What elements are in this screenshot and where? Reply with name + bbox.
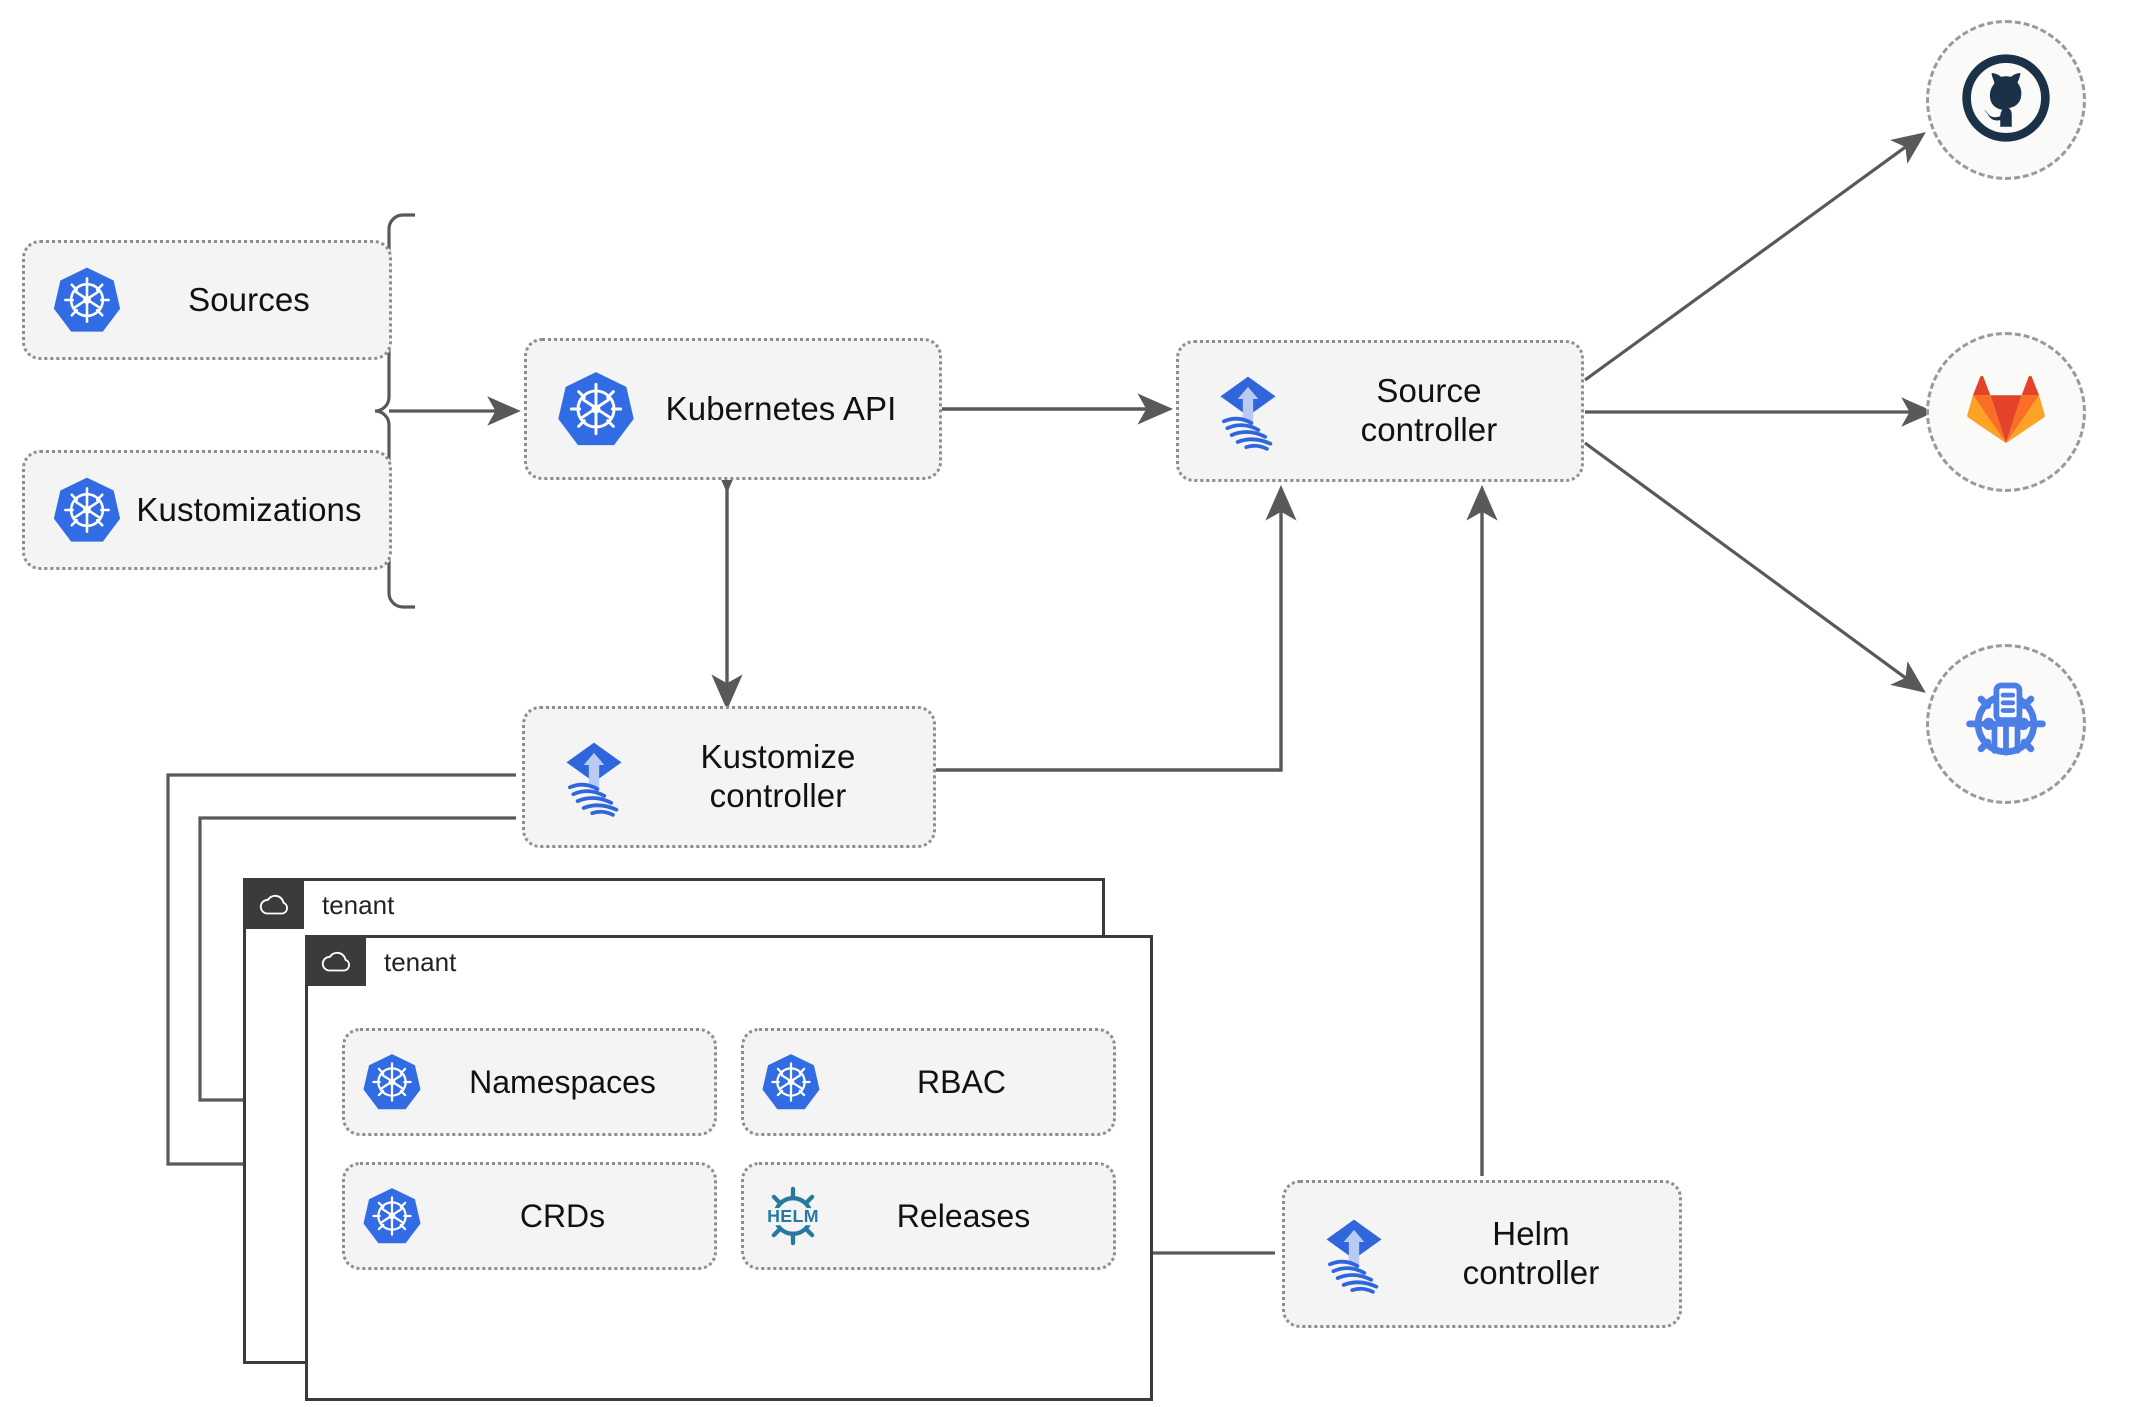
node-label: Source controller: [1360, 372, 1498, 448]
resource-label: Releases: [896, 1197, 1031, 1234]
cloud-icon: [308, 938, 366, 986]
kubernetes-icon: [25, 264, 123, 336]
tenant-label: tenant: [384, 946, 457, 977]
edge-source-controller-to-bucket: [1584, 441, 1926, 693]
tenant-titlebar: tenant: [308, 938, 1150, 986]
registry-github[interactable]: [1926, 20, 2086, 180]
registry-gitlab[interactable]: [1926, 332, 2086, 492]
node-kustomizations[interactable]: Kustomizations: [22, 450, 392, 570]
node-kubernetes-api[interactable]: Kubernetes API: [524, 338, 942, 480]
node-source-controller[interactable]: Source controller: [1176, 340, 1584, 482]
edge-source-controller-to-github: [1584, 132, 1926, 382]
flux-icon: [1285, 1211, 1397, 1297]
tenant-resources: Namespaces: [308, 986, 1150, 1296]
resource-namespaces[interactable]: Namespaces: [342, 1028, 717, 1136]
resource-crds[interactable]: CRDs: [342, 1162, 717, 1270]
helm-icon: HELM: [744, 1183, 826, 1249]
node-label: Kubernetes API: [665, 389, 897, 427]
kubernetes-icon: [25, 474, 123, 546]
tenant-panel-front[interactable]: tenant: [305, 935, 1153, 1401]
flux-icon: [1179, 368, 1291, 454]
resource-label: Namespaces: [469, 1063, 656, 1100]
cloud-icon: [246, 881, 304, 929]
flux-icon: [525, 734, 637, 820]
resource-label: CRDs: [519, 1197, 606, 1234]
node-label: Sources: [188, 280, 310, 318]
resource-releases[interactable]: HELM Releases: [741, 1162, 1116, 1270]
tenant-titlebar: tenant: [246, 881, 1102, 929]
tenant-label: tenant: [322, 889, 395, 920]
registry-helm-repository[interactable]: [1926, 644, 2086, 804]
gitlab-icon: [1960, 364, 2052, 461]
kubernetes-icon: [345, 1185, 423, 1247]
node-helm-controller[interactable]: Helm controller: [1282, 1180, 1682, 1328]
resource-label: RBAC: [917, 1063, 1006, 1100]
helm-repository-icon: [1958, 674, 2054, 775]
node-label: Kustomize controller: [700, 738, 856, 814]
kubernetes-icon: [744, 1051, 822, 1113]
kubernetes-icon: [527, 368, 637, 450]
node-label: Helm controller: [1462, 1215, 1600, 1291]
node-label: Kustomizations: [136, 490, 362, 528]
svg-text:HELM: HELM: [767, 1206, 819, 1226]
resource-rbac[interactable]: RBAC: [741, 1028, 1116, 1136]
github-icon: [1958, 50, 2054, 151]
kubernetes-icon: [345, 1051, 423, 1113]
edge-kustomize-to-source-controller: [936, 484, 1297, 772]
node-kustomize-controller[interactable]: Kustomize controller: [522, 706, 936, 848]
node-sources[interactable]: Sources: [22, 240, 392, 360]
